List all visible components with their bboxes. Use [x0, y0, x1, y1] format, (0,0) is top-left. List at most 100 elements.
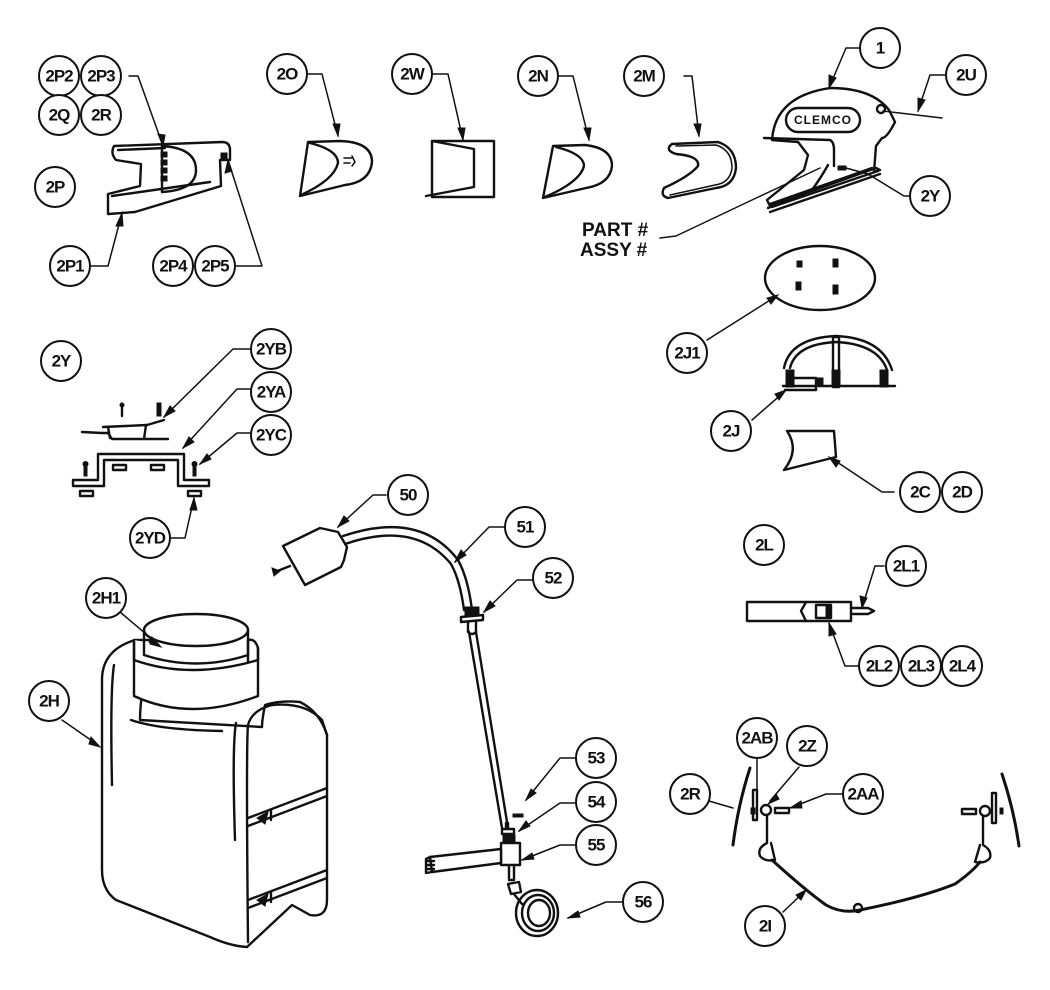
leader-55 [521, 844, 578, 861]
leader-2YD [169, 497, 195, 539]
callout-2O[interactable]: 2O [266, 53, 308, 95]
callout-2P1[interactable]: 2P1 [49, 245, 91, 287]
callout-54[interactable]: 54 [575, 781, 617, 823]
gasket-2M-part [661, 140, 738, 200]
callout-label: 2P [46, 178, 65, 197]
callout-2L1[interactable]: 2L1 [885, 545, 927, 587]
lens-2W-part [424, 139, 496, 199]
callout-50[interactable]: 50 [387, 474, 429, 516]
arrowhead-2YC [198, 453, 212, 466]
callout-label: 2YC [256, 426, 287, 445]
callout-2L[interactable]: 2L [743, 524, 785, 566]
callout-56[interactable]: 56 [622, 881, 664, 923]
callout-2W[interactable]: 2W [391, 53, 433, 95]
callout-2P3[interactable]: 2P3 [80, 55, 122, 97]
callout-2P[interactable]: 2P [34, 166, 76, 208]
callout-label: 2J1 [674, 344, 700, 363]
arrowhead-56 [566, 910, 581, 919]
callout-2Y[interactable]: 2Y [40, 340, 82, 382]
arrowhead-52 [482, 600, 496, 614]
callout-label: 54 [588, 793, 606, 812]
callout-label: 2W [400, 65, 425, 84]
callout-2I[interactable]: 2I [744, 905, 786, 947]
arrowhead-51 [453, 549, 467, 564]
leader-2R [708, 800, 734, 809]
callout-label: 2H [39, 692, 59, 711]
arrowhead-2I [795, 888, 808, 901]
callout-label: 2P3 [87, 67, 115, 86]
callout-1[interactable]: 1 [859, 27, 901, 69]
callout-2L3[interactable]: 2L3 [900, 645, 942, 687]
callout-2M[interactable]: 2M [623, 55, 665, 97]
callout-label: 2L3 [908, 657, 935, 676]
callout-label: 53 [588, 749, 605, 768]
callout-52[interactable]: 52 [532, 557, 574, 599]
suspension-clip-part [106, 140, 232, 216]
callout-2H1[interactable]: 2H1 [85, 577, 127, 619]
arrowhead-50 [336, 515, 350, 529]
callout-2U[interactable]: 2U [945, 54, 987, 96]
callout-label: 2Q [49, 106, 70, 125]
callout-label: 2P1 [56, 257, 84, 276]
callout-2YA[interactable]: 2YA [250, 371, 292, 413]
leader-2O [306, 73, 339, 137]
arrowhead-55 [520, 852, 535, 861]
arrowhead-2H [88, 735, 102, 748]
leader-2P5 [227, 159, 263, 267]
callout-label: 2YA [257, 383, 286, 402]
arrowhead-2C [827, 455, 841, 468]
callout-2YB[interactable]: 2YB [250, 328, 292, 370]
callout-2C[interactable]: 2C [899, 471, 941, 513]
callout-55[interactable]: 55 [575, 824, 617, 866]
callout-2Q[interactable]: 2Q [38, 94, 80, 136]
leader-2N [557, 75, 590, 141]
callout-label: 2AA [847, 785, 879, 804]
callout-label: 2D [952, 483, 972, 502]
callout-label: 2P2 [45, 67, 73, 86]
lens-cover-2N-part [541, 143, 614, 200]
valve-2L-part [745, 600, 876, 623]
headband-top-2J1-part [763, 244, 877, 312]
breathing-tube-part [271, 525, 560, 938]
callout-2P5[interactable]: 2P5 [194, 245, 236, 287]
arrowhead-2U [917, 97, 926, 113]
callout-53[interactable]: 53 [575, 737, 617, 779]
clemco-logo-badge [784, 106, 862, 134]
assy-number-note: ASSY # [580, 240, 648, 261]
callout-2P4[interactable]: 2P4 [152, 245, 194, 287]
leader-2YA [182, 388, 251, 449]
arrowhead-2YA [181, 436, 195, 450]
leader-2AA [789, 793, 844, 809]
tank-part [100, 612, 329, 949]
callout-2AB[interactable]: 2AB [736, 717, 778, 759]
callout-label: 1 [876, 39, 885, 58]
callout-2J1[interactable]: 2J1 [666, 332, 708, 374]
callout-2P2[interactable]: 2P2 [38, 55, 80, 97]
leader-2M [683, 75, 700, 137]
callout-label: 2N [528, 67, 548, 86]
callout-2L2[interactable]: 2L2 [858, 645, 900, 687]
callout-label: 51 [517, 518, 534, 537]
callout-2N[interactable]: 2N [517, 55, 559, 97]
callout-label: 2O [277, 65, 298, 84]
callout-2H[interactable]: 2H [28, 680, 70, 722]
leader-2U-rod [882, 110, 943, 119]
callout-2YC[interactable]: 2YC [250, 414, 292, 456]
callout-label: 55 [588, 836, 605, 855]
callout-2L4[interactable]: 2L4 [941, 645, 983, 687]
callout-label: 2Z [798, 737, 816, 756]
arrowhead-2P5 [224, 158, 233, 174]
callout-2YD[interactable]: 2YD [129, 517, 171, 559]
callout-2Y-top[interactable]: 2Y [909, 175, 951, 217]
callout-51[interactable]: 51 [504, 506, 546, 548]
callout-label: 2AB [741, 729, 773, 748]
callout-2J[interactable]: 2J [710, 410, 752, 452]
callout-2Z[interactable]: 2Z [786, 725, 828, 767]
callout-2AA[interactable]: 2AA [842, 773, 884, 815]
callout-2R-top[interactable]: 2R [80, 94, 122, 136]
callout-2D[interactable]: 2D [941, 471, 983, 513]
callout-2R[interactable]: 2R [669, 773, 711, 815]
leader-56 [567, 901, 623, 919]
arrowhead-2N [583, 127, 592, 142]
